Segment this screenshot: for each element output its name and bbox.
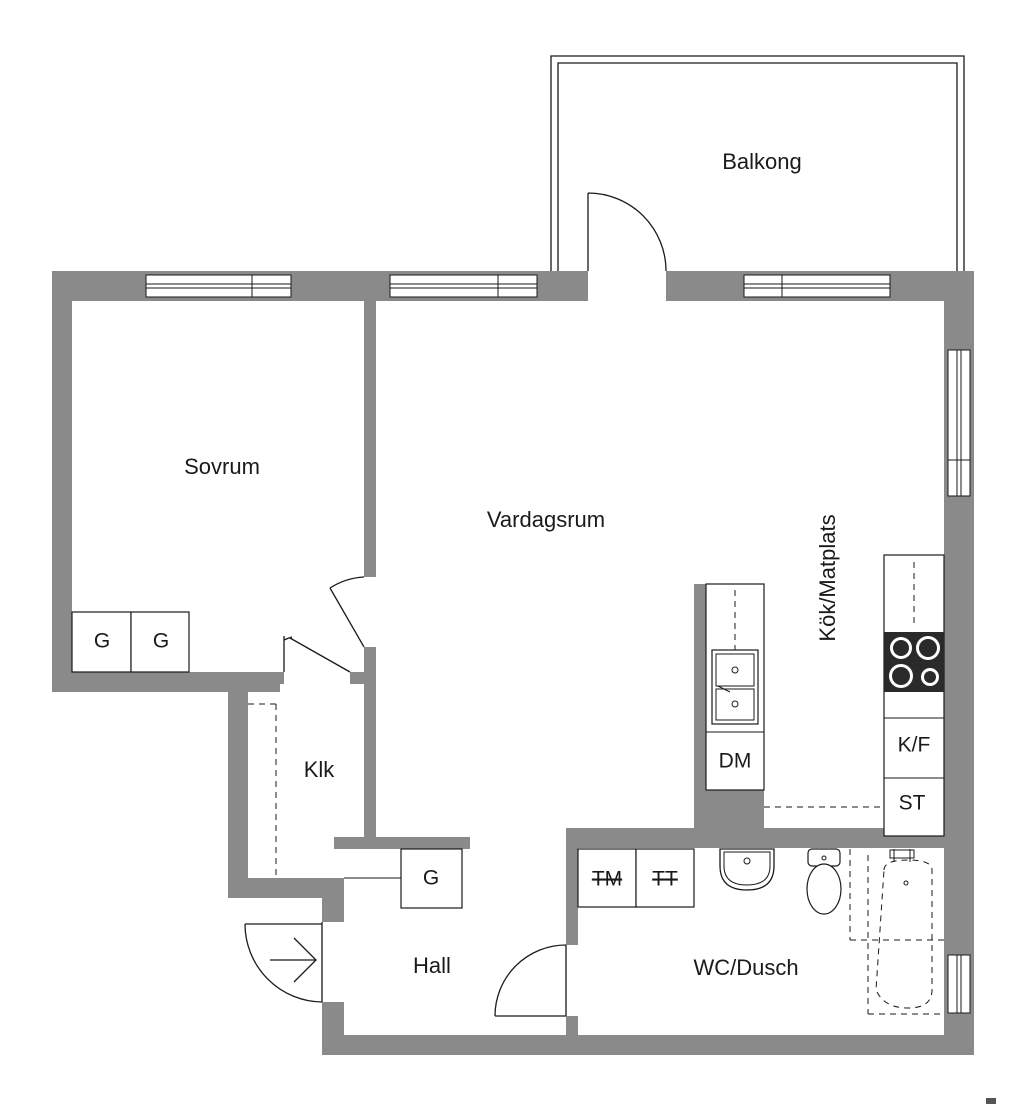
bathroom-label: WC/Dusch xyxy=(693,955,798,980)
kitchen-label: Kök/Matplats xyxy=(815,514,840,641)
bathroom-door xyxy=(494,944,581,1017)
bathtub-icon xyxy=(875,849,933,1009)
balcony-door xyxy=(587,192,667,304)
toilet-icon xyxy=(806,848,842,915)
entrance-door xyxy=(244,922,348,1003)
fridge-freezer-label: K/F xyxy=(898,734,931,757)
closet-door xyxy=(283,636,351,686)
closet-shelving xyxy=(248,703,277,878)
washbasin-icon xyxy=(719,848,775,891)
laundry-units xyxy=(577,848,695,908)
closet-label: Klk xyxy=(304,757,336,782)
windows xyxy=(145,274,971,1014)
hall-label: Hall xyxy=(413,953,451,978)
dishwasher-label: DM xyxy=(719,750,752,773)
living-room-label: Vardagsrum xyxy=(487,507,605,532)
shower-area xyxy=(849,849,944,1015)
sink-icon xyxy=(711,649,759,725)
corner-mark xyxy=(986,1098,996,1104)
wardrobe-label-2: G xyxy=(153,630,169,653)
hall-wardrobe xyxy=(344,848,463,909)
stove-icon xyxy=(884,632,944,692)
kitchen-counter-right xyxy=(764,554,945,837)
balcony-label: Balkong xyxy=(722,149,802,174)
bedroom-wardrobes xyxy=(71,611,190,673)
storage-label: ST xyxy=(899,792,926,815)
wardrobe-label-1: G xyxy=(94,630,110,653)
balcony-railing xyxy=(550,55,965,272)
washing-machine-label: TM xyxy=(592,868,622,891)
bedroom-label: Sovrum xyxy=(184,454,260,479)
bedroom-door xyxy=(329,576,378,648)
entrance-arrow-icon xyxy=(270,937,317,983)
walls xyxy=(52,271,974,1055)
hall-wardrobe-label: G xyxy=(423,867,439,890)
dryer-label: TT xyxy=(652,868,678,891)
